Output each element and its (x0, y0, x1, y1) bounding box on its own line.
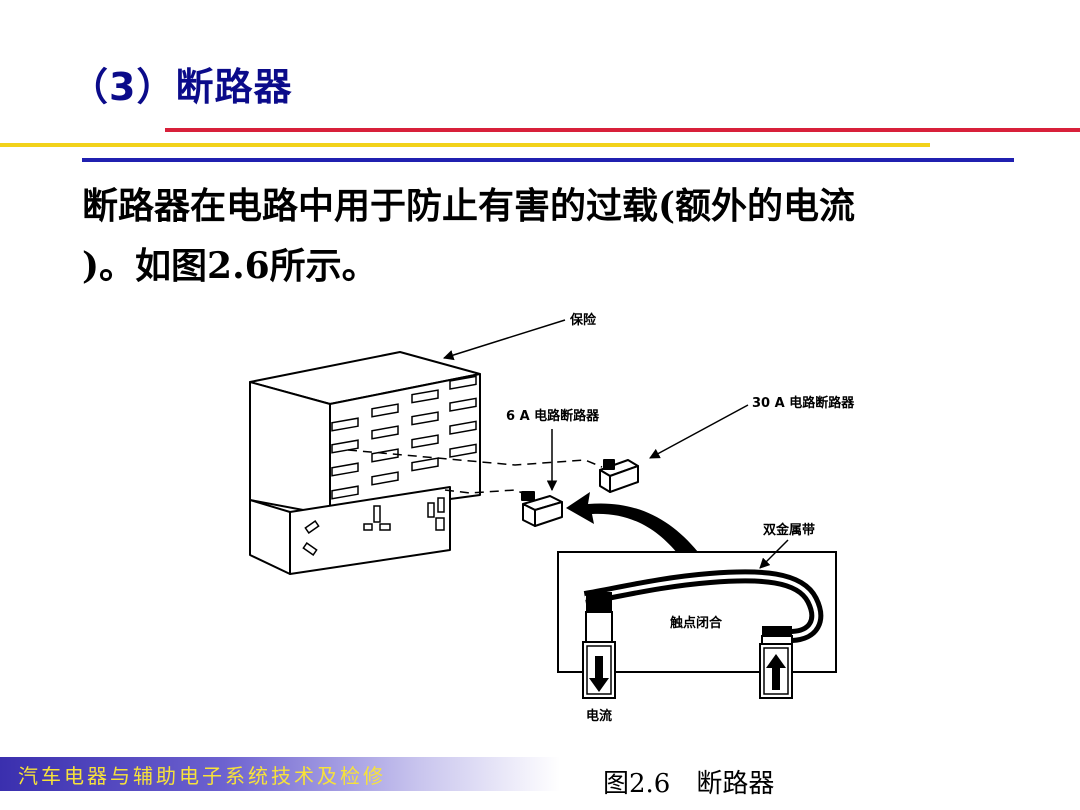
current-terminal-left (582, 641, 616, 699)
body-text-line-2: )。如图2.6所示。 (82, 245, 378, 287)
footer-band (0, 757, 560, 791)
body-text-line-1: 断路器在电路中用于防止有害的过载(额外的电流 (82, 185, 856, 227)
fuse-box-lower-slots (302, 497, 445, 556)
figure-caption: 图2.6 断路器 (603, 769, 775, 799)
decorative-rule-yellow (0, 143, 930, 147)
breaker-6a-label: 6 A 电路断路器 (506, 408, 600, 424)
breaker-30a-label: 30 A 电路断路器 (752, 395, 855, 411)
footer-course-title: 汽车电器与辅助电子系统技术及检修 (18, 764, 386, 788)
label-breaker-6a: 6 A 电路断路器 (506, 408, 600, 492)
current-terminal-right (759, 643, 793, 699)
label-fuse: 保险 (442, 312, 597, 361)
curved-callout-arrow (566, 492, 698, 554)
bimetal-label: 双金属带 (763, 522, 815, 538)
current-label: 电流 (586, 708, 612, 724)
page-title: （3）断路器 (70, 65, 293, 109)
fuse-box (249, 351, 481, 575)
breaker-6a-part (521, 491, 563, 527)
fuse-slots (331, 375, 477, 500)
arrow-up-icon (766, 654, 786, 690)
label-breaker-30a: 30 A 电路断路器 (649, 395, 855, 459)
fuse-label: 保险 (569, 312, 597, 328)
decorative-rule-blue (82, 158, 1014, 162)
label-bimetal: 双金属带 (759, 522, 815, 569)
circuit-breaker-diagram: 保险 6 A 电路断路器 30 A 电路断路器 触点闭合 双金属带 电流 (249, 312, 855, 724)
decorative-rule-red (165, 128, 1080, 132)
contact-closed-label: 触点闭合 (669, 615, 723, 631)
breaker-30a-part (599, 459, 639, 493)
arrow-down-icon (589, 656, 609, 692)
